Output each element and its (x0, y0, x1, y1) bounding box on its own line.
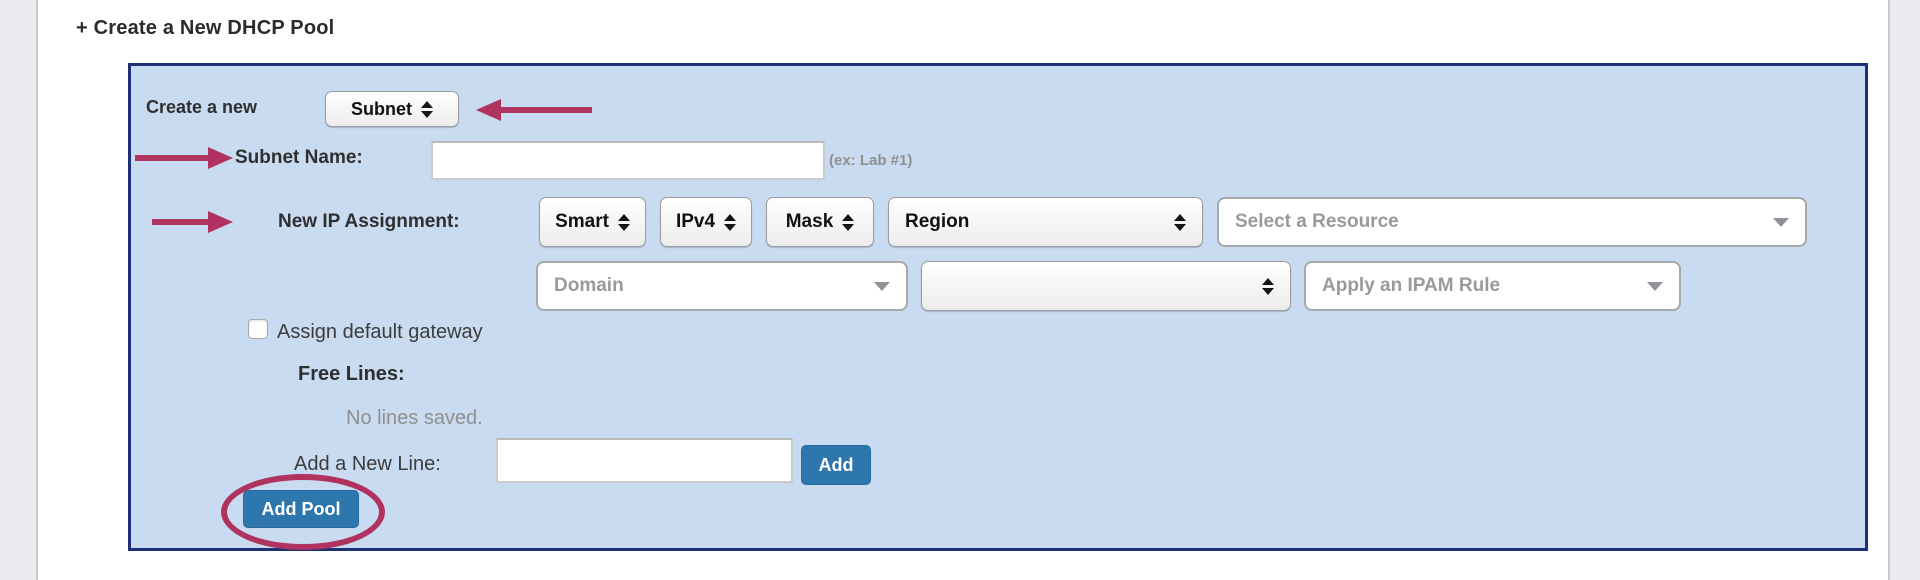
chevron-down-icon (874, 281, 890, 291)
create-a-new-label: Create a new (146, 97, 258, 117)
free-lines-label: Free Lines: (298, 363, 405, 385)
resource-dropdown-value: Select a Resource (1235, 211, 1399, 232)
region-select[interactable]: Region (888, 197, 1203, 247)
ip-version-value: IPv4 (675, 211, 716, 232)
select-spinner-icon (1262, 277, 1274, 295)
select-spinner-icon (724, 213, 737, 231)
annotation-ellipse-add-pool (221, 474, 385, 550)
pool-type-value: Subnet (351, 98, 412, 119)
subnet-name-label: Subnet Name: (235, 147, 363, 168)
mask-select-value: Mask (785, 211, 834, 232)
annotation-arrow-ip-assignment (152, 211, 233, 233)
ipam-rule-dropdown-value: Apply an IPAM Rule (1322, 275, 1501, 296)
subnet-name-input[interactable] (431, 141, 825, 180)
add-new-line-label: Add a New Line: (294, 453, 441, 475)
new-ip-assignment-label: New IP Assignment: (278, 211, 460, 232)
no-lines-saved-text: No lines saved. (346, 407, 483, 429)
select-spinner-icon (617, 213, 630, 231)
ip-version-select[interactable]: IPv4 (660, 197, 752, 247)
right-gutter (1888, 0, 1920, 580)
smart-select[interactable]: Smart (539, 197, 646, 247)
add-line-button[interactable]: Add (801, 445, 871, 485)
subnet-name-hint: (ex: Lab #1) (829, 152, 913, 169)
resource-dropdown[interactable]: Select a Resource (1217, 197, 1807, 247)
region-select-value: Region (905, 211, 970, 232)
pool-type-select[interactable]: Subnet (325, 91, 459, 127)
mask-select[interactable]: Mask (766, 197, 874, 247)
left-gutter (0, 0, 38, 580)
chevron-down-icon (1773, 217, 1789, 227)
page-title: + Create a New DHCP Pool (76, 17, 335, 39)
dhcp-pool-form-panel: Create a new Subnet Subnet Name: (ex: La… (128, 63, 1868, 551)
select-spinner-icon (421, 100, 433, 118)
annotation-arrow-pool-type (476, 99, 592, 121)
assign-default-gateway-checkbox[interactable] (248, 319, 268, 339)
assign-default-gateway-label: Assign default gateway (277, 321, 483, 343)
select-spinner-icon (842, 213, 855, 231)
domain-dropdown-value: Domain (554, 275, 624, 296)
ipam-rule-dropdown[interactable]: Apply an IPAM Rule (1304, 261, 1681, 311)
annotation-arrow-subnet-name (135, 147, 233, 169)
chevron-down-icon (1647, 281, 1663, 291)
add-new-line-input[interactable] (496, 438, 793, 483)
secondary-select[interactable] (921, 261, 1291, 311)
select-spinner-icon (1174, 213, 1186, 231)
smart-select-value: Smart (555, 211, 609, 232)
domain-dropdown[interactable]: Domain (536, 261, 908, 311)
